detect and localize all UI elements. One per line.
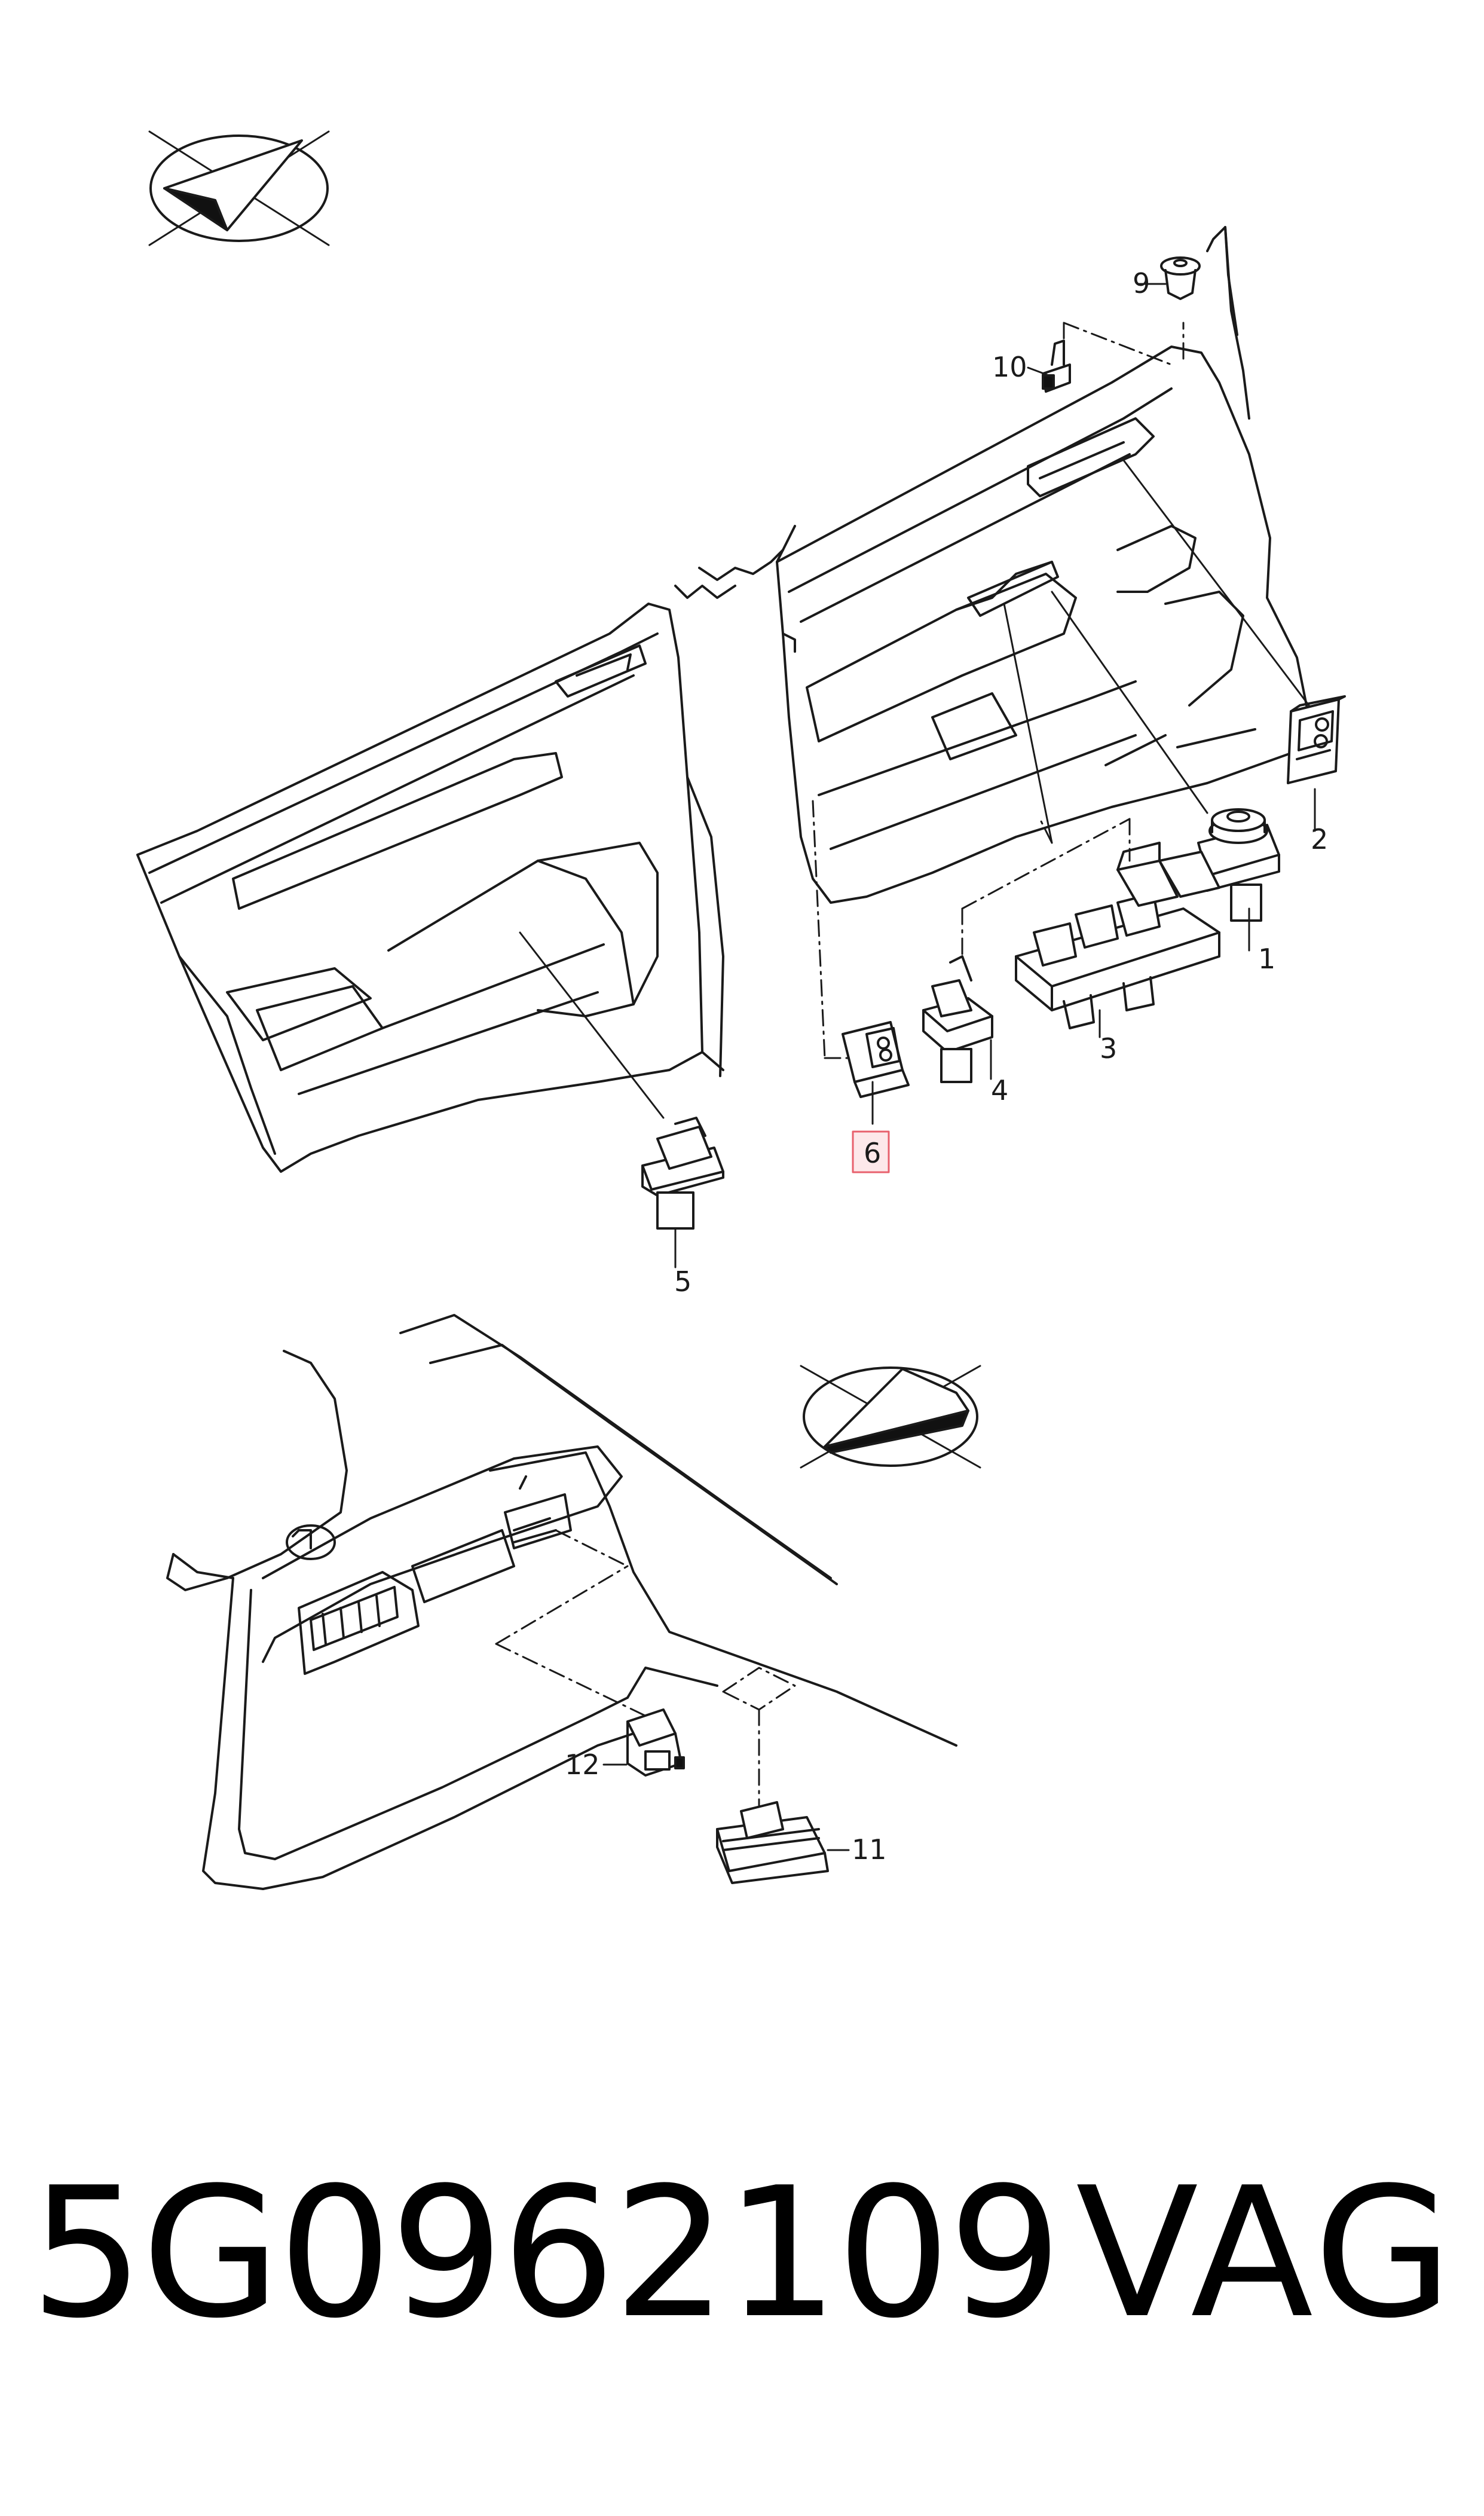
- callout-3: 3: [1100, 1032, 1117, 1065]
- footer: 5G0962109 VAG: [0, 2140, 1484, 2367]
- callout-5: 5: [674, 1265, 691, 1298]
- callout-10-leader: [1027, 366, 1053, 378]
- window-switch-part-5: [641, 1117, 724, 1230]
- right-door-panel: [698, 226, 1310, 904]
- orientation-arrow-icon: [148, 130, 330, 246]
- callout-10: 10: [992, 351, 1027, 383]
- dashboard-view: [166, 1314, 957, 1890]
- callout-11: 11: [852, 1833, 887, 1866]
- dashboard-leaders: [495, 1529, 796, 1806]
- switch-part-2: [1287, 695, 1346, 784]
- switch-part-6: [842, 1021, 910, 1098]
- callout-9: 9: [1133, 267, 1150, 299]
- master-switch-part-3: [1015, 842, 1220, 1029]
- left-door-panel: [136, 585, 736, 1173]
- mirror-knob-part-1: [1197, 808, 1280, 922]
- callout-6: 6: [864, 1137, 881, 1169]
- callout-12: 12: [565, 1748, 600, 1781]
- bracket-part-10: [1042, 340, 1071, 393]
- window-switch-part-4: [922, 955, 993, 1083]
- switch-part-12: [626, 1708, 685, 1777]
- callout-2: 2: [1311, 823, 1328, 855]
- part-number: 5G0962109: [30, 2149, 1062, 2358]
- switch-part-11: [716, 1801, 829, 1884]
- callout-6-highlight-box: [852, 1130, 890, 1173]
- orientation-arrow-icon-lower: [800, 1365, 981, 1469]
- clip-part-9: [1160, 256, 1201, 300]
- pointer-lines: [519, 459, 1310, 1119]
- callout-4: 4: [991, 1074, 1008, 1106]
- callout-1: 1: [1258, 943, 1275, 975]
- brand-name: VAG: [1076, 2149, 1457, 2358]
